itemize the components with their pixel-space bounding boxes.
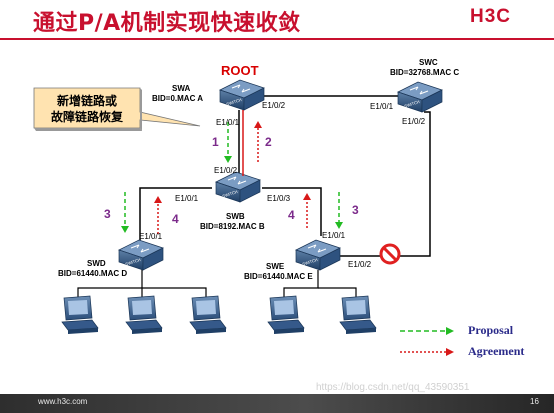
footer-url: www.h3c.com xyxy=(38,397,88,406)
switch-icon: SWITCH xyxy=(219,79,265,111)
h3c-logo: H3C xyxy=(470,6,512,27)
link-swc-swe xyxy=(340,111,431,257)
lan-swd xyxy=(77,268,143,298)
page-title: 通过P/A机制实现快速收敛 xyxy=(33,11,301,36)
switch-label: SWITCH xyxy=(302,257,319,267)
switch-icon: SWITCH xyxy=(118,239,164,271)
swc-bid: BID=32768.MAC C xyxy=(390,68,460,77)
lan-swe xyxy=(283,270,319,298)
swa-port-e101: E1/0/1 xyxy=(216,118,240,127)
callout-box xyxy=(33,87,201,131)
swb-port-e103: E1/0/3 xyxy=(267,194,291,203)
footer-bar: www.h3c.com 16 xyxy=(0,394,554,413)
legend-agreement-line xyxy=(400,348,454,356)
swe-port-e102: E1/0/2 xyxy=(348,260,372,269)
lan-swd-right xyxy=(142,287,207,298)
callout-line-2: 故障链路恢复 xyxy=(50,110,123,124)
switch-label: SWITCH xyxy=(404,99,421,109)
switch-label: SWITCH xyxy=(226,97,243,107)
switch-label: SWITCH xyxy=(125,257,142,267)
pc-icon xyxy=(125,295,163,334)
step-4-left: 4 xyxy=(172,212,179,226)
switch-label: SWITCH xyxy=(222,189,239,199)
step-1: 1 xyxy=(212,135,219,149)
swd-name: SWD xyxy=(87,259,106,268)
swb-bid: BID=8192.MAC B xyxy=(200,222,265,231)
swa-name: SWA xyxy=(172,84,191,93)
swd-bid: BID=61440.MAC D xyxy=(58,269,128,278)
agreement-arrow xyxy=(254,121,262,162)
swa-bid: BID=0.MAC A xyxy=(152,94,204,103)
legend-proposal-line xyxy=(400,327,454,335)
legend-agreement: Agreement xyxy=(468,344,525,358)
switch-icon: SWITCH xyxy=(397,81,443,113)
root-label: ROOT xyxy=(221,63,259,78)
swe-bid: BID=61440.MAC E xyxy=(244,272,313,281)
step-4-right: 4 xyxy=(288,208,295,222)
page-number: 16 xyxy=(530,397,539,406)
callout-line-1: 新增链路或 xyxy=(56,94,117,108)
swc-port-e102: E1/0/2 xyxy=(402,117,426,126)
swa-port-e102: E1/0/2 xyxy=(262,101,286,110)
lan-swe-right xyxy=(318,287,357,298)
swe-name: SWE xyxy=(266,262,285,271)
switch-icon: SWITCH xyxy=(215,171,261,203)
pc-icon xyxy=(189,295,227,334)
watermark: https://blog.csdn.net/qq_43590351 xyxy=(316,382,470,393)
swd-port-e101: E1/0/1 xyxy=(139,232,163,241)
swc-port-e101: E1/0/1 xyxy=(370,102,394,111)
blocked-port-icon xyxy=(379,243,401,265)
step-3-left: 3 xyxy=(104,207,111,221)
step-2: 2 xyxy=(265,135,272,149)
proposal-arrow xyxy=(335,192,343,229)
swb-port-e101: E1/0/1 xyxy=(175,194,199,203)
link-swb-swe xyxy=(262,187,322,236)
pc-icon xyxy=(61,295,99,334)
agreement-arrow xyxy=(154,196,162,234)
step-3-right: 3 xyxy=(352,203,359,217)
swb-name: SWB xyxy=(226,212,245,221)
switch-icon: SWITCH xyxy=(295,239,341,271)
callout-text: 新增链路或 故障链路恢复 xyxy=(42,93,132,125)
link-swb-swd xyxy=(139,187,212,246)
pc-icon xyxy=(267,295,305,334)
swe-port-e101: E1/0/1 xyxy=(322,231,346,240)
title-underline xyxy=(0,38,554,40)
proposal-arrow xyxy=(121,192,129,233)
legend-proposal: Proposal xyxy=(468,323,514,337)
swb-port-e102: E1/0/2 xyxy=(214,166,238,175)
proposal-arrow xyxy=(224,122,232,163)
pc-icon xyxy=(339,295,377,334)
swc-name: SWC xyxy=(419,58,438,67)
agreement-arrow xyxy=(303,193,311,228)
